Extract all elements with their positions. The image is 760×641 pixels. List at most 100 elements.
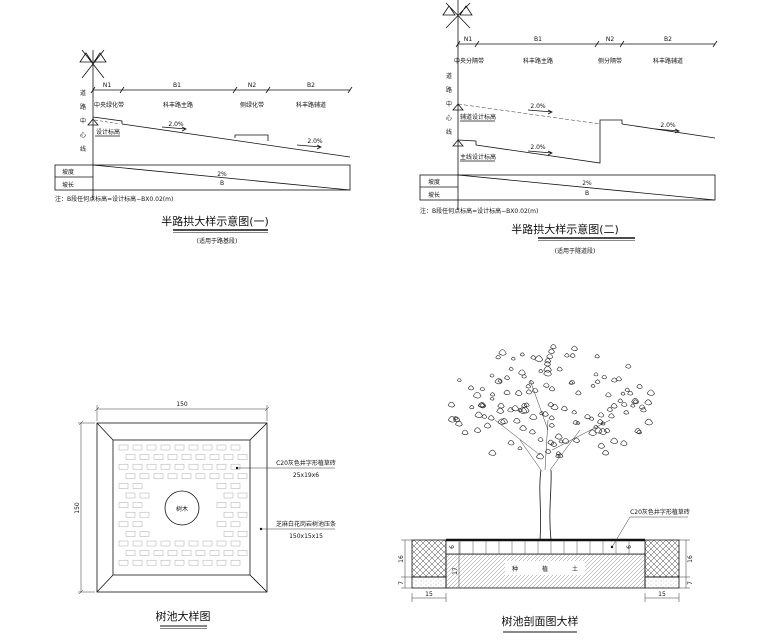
leaf-cluster: [589, 416, 595, 421]
leaf-cluster: [456, 378, 462, 382]
leaf-cluster: [517, 408, 523, 412]
paver-brick: [216, 463, 227, 470]
paver-brick: [188, 559, 199, 566]
slope-label: 2.0%: [530, 103, 546, 110]
paver-brick: [209, 473, 220, 480]
leaf-cluster: [631, 398, 640, 405]
leaf-cluster: [481, 414, 488, 419]
callout-paver: C20灰色井字形植草砖: [276, 459, 336, 467]
paver-brick: [167, 473, 178, 480]
leaf-cluster: [539, 411, 545, 416]
tree-label: 树木: [176, 505, 188, 513]
paver-brick: [230, 521, 241, 528]
paver-brick: [230, 463, 241, 470]
leaf-cluster: [536, 453, 545, 460]
leaf-cluster: [597, 442, 606, 449]
leaf-cluster: [510, 356, 516, 361]
dim-left-upper: 16: [398, 555, 405, 563]
paver-brick: [216, 502, 227, 508]
leaf-cluster: [498, 349, 507, 356]
paver-brick: [118, 463, 129, 470]
paver-brick: [125, 492, 136, 499]
diagram-title: 半路拱大样示意图(二): [511, 222, 619, 236]
leaf-cluster: [514, 390, 523, 396]
paver-joints: [459, 541, 630, 554]
paver-brick: [230, 502, 241, 508]
dimension-width: [94, 405, 270, 421]
leaf-cluster: [537, 437, 544, 442]
leaf-cluster: [543, 369, 552, 377]
leaf-cluster: [548, 348, 555, 354]
slope-table: [419, 174, 716, 201]
leaf-cluster: [511, 405, 520, 412]
table-row-label: 坡长: [428, 191, 440, 199]
paver-brick: [153, 473, 164, 480]
paver-brick: [174, 559, 185, 566]
leaf-cluster: [569, 379, 576, 385]
paver-brick: [216, 483, 227, 489]
leaf-cluster: [603, 428, 611, 433]
paver-brick: [160, 444, 171, 451]
paver-brick: [237, 550, 248, 556]
table-slope: 2%: [217, 171, 227, 178]
paver-brick: [132, 463, 143, 470]
paver-brick: [160, 559, 171, 566]
segment-label: B2: [664, 36, 672, 43]
leaf-cluster: [529, 413, 538, 421]
leaf-cluster: [518, 407, 528, 414]
dim-soil: 17: [452, 567, 459, 575]
leaf-cluster: [534, 355, 544, 362]
paver-brick: [230, 444, 241, 451]
paver-brick: [223, 492, 234, 499]
leaf-cluster: [544, 448, 552, 454]
half-crown-diagram-1: N1 B1 N2 B2 中央绿化带 科丰路主路 侧绿化带 科丰路辅道 道 路 中…: [54, 49, 353, 245]
leaf-cluster: [554, 433, 563, 440]
leaf-cluster: [548, 415, 555, 421]
leaf-cluster: [513, 417, 521, 424]
dimension-lines: [401, 539, 690, 602]
leaf-cluster: [601, 374, 608, 380]
paver-brick: [118, 483, 129, 489]
paver-brick: [125, 550, 136, 556]
table-slope: 2%: [582, 180, 592, 187]
leaf-cluster: [606, 407, 613, 412]
leaf-cluster: [564, 353, 570, 358]
tree-pit-section: 种 植 土 C20灰色井字形植草砖 16 7 16 7 6 6 17 15 15…: [398, 344, 694, 633]
paver-brick: [209, 550, 220, 556]
leaf-cluster: [453, 416, 461, 423]
slope-label: 2.0%: [168, 121, 184, 128]
leaf-cluster: [602, 449, 610, 456]
zone-label: 侧分隔带: [598, 57, 622, 65]
slope-label: 2.0%: [307, 138, 323, 145]
dim-paver-right: 6: [626, 545, 633, 549]
leaf-cluster: [593, 372, 599, 377]
paver-brick: [223, 550, 234, 556]
callout-paver-size: 25x19x6: [293, 472, 319, 479]
paver-brick: [132, 483, 143, 489]
leaf-cluster: [543, 366, 552, 373]
leaf-cluster: [447, 416, 457, 423]
paver-brick: [118, 444, 129, 451]
paver-brick: [125, 511, 136, 518]
tree-pit-plan: 树木 150 150 C20灰色井字形植草砖 25x19x6 芝麻白花岗岩树池压…: [74, 401, 336, 629]
paver-brick: [139, 550, 150, 556]
paver-brick: [139, 454, 150, 460]
paver-brick: [160, 540, 171, 547]
dimension-line: [455, 40, 718, 48]
zone-label: 中央绿化带: [94, 101, 124, 109]
paver-brick: [132, 502, 143, 508]
soil-label: 土: [572, 565, 578, 573]
diagram-title: 半路拱大样示意图(一): [161, 214, 269, 228]
paver-brick: [160, 463, 171, 470]
leaf-cluster: [507, 407, 514, 413]
paver-brick: [139, 511, 150, 518]
leaf-cluster: [519, 352, 525, 357]
leaf-cluster: [518, 369, 526, 376]
leaf-cluster: [508, 366, 514, 371]
paver-brick: [167, 454, 178, 460]
paver-brick: [195, 454, 206, 460]
dim-bottom-left: 15: [425, 591, 433, 598]
zone-label: 科丰路辅道: [296, 101, 326, 109]
leaf-cluster: [556, 366, 563, 372]
